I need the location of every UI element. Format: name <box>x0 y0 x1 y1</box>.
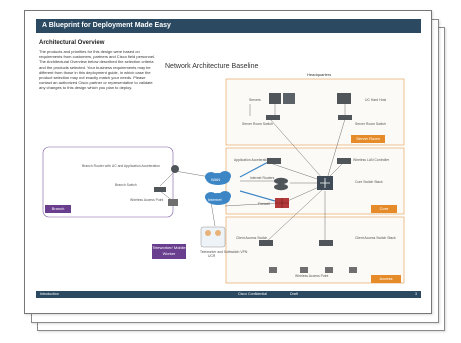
server-rack-icon <box>269 93 295 104</box>
intro-paragraph: The products and priorities for this des… <box>39 49 156 91</box>
internet-router-icon <box>274 177 288 191</box>
svg-text:Wireless Access Point: Wireless Access Point <box>130 198 163 202</box>
network-links <box>159 104 346 244</box>
server-switch-left-icon <box>266 115 280 120</box>
svg-text:Branch Router with UC and Appl: Branch Router with UC and Application Ac… <box>82 164 160 168</box>
branch-zone <box>42 146 174 218</box>
teleworker-person-icon <box>205 230 211 236</box>
wan-accelerator-icon <box>267 158 281 164</box>
footer-draft: Draft <box>290 292 298 296</box>
footer-page-number: 3 <box>415 292 417 296</box>
teleworker-panel <box>200 226 226 248</box>
svg-text:UCR: UCR <box>208 254 216 258</box>
uc-server-icon <box>337 93 351 104</box>
internet-cloud-icon: Internet <box>205 191 231 205</box>
server-switch-right-icon <box>338 115 352 120</box>
svg-text:Internet: Internet <box>208 197 222 202</box>
wan-cloud-icon: WAN <box>205 171 231 185</box>
client-access-switch-icon <box>259 240 273 246</box>
svg-text:Teleworker and Softswitch VPN: Teleworker and Softswitch VPN <box>200 250 248 254</box>
server-room-zone <box>225 78 405 146</box>
branch-access-point-icon <box>168 199 178 206</box>
wan-highlight-links <box>239 160 276 202</box>
page-header: A Blueprint for Deployment Made Easy <box>36 19 421 33</box>
headquarters-label: Headquarters <box>307 72 331 77</box>
branch-router-icon <box>171 165 179 173</box>
footer-confidential: Cisco Confidential <box>238 292 267 296</box>
front-page: A Blueprint for Deployment Made Easy Arc… <box>24 10 432 314</box>
svg-text:Client Access Switch: Client Access Switch <box>236 236 267 240</box>
core-tag: Core <box>371 205 397 213</box>
svg-text:WAN: WAN <box>211 177 220 182</box>
svg-text:Internet Routers: Internet Routers <box>250 176 275 180</box>
svg-text:Client Access Switch Stack: Client Access Switch Stack <box>355 236 396 240</box>
firewall-icon <box>275 198 289 208</box>
core-switch-icon <box>317 176 333 190</box>
svg-text:Server Room Switch: Server Room Switch <box>355 122 386 126</box>
page-content: A Blueprint for Deployment Made Easy Arc… <box>25 11 431 313</box>
branch-switch-icon <box>154 187 166 192</box>
diagram-title: Network Architecture Baseline <box>165 63 259 70</box>
teleworker-tag: Teleworker/ Mobile Worker <box>152 244 186 259</box>
svg-text:Application Acceleration: Application Acceleration <box>234 158 270 162</box>
footer-section: Introduction <box>40 292 59 296</box>
network-diagram: Headquarters <box>42 72 405 284</box>
svg-text:Firewall: Firewall <box>258 202 270 206</box>
section-title: Architectural Overview <box>39 40 105 46</box>
page-footer: Introduction Cisco Confidential Draft 3 <box>36 291 421 298</box>
access-endpoints <box>269 267 357 273</box>
access-tag: Access <box>371 275 401 283</box>
svg-text:Servers: Servers <box>249 98 261 102</box>
wireless-controller-icon <box>337 158 351 164</box>
server-room-tag: Server Room <box>351 135 385 143</box>
svg-text:Server Room Switch: Server Room Switch <box>242 122 273 126</box>
svg-text:Branch Switch: Branch Switch <box>115 183 137 187</box>
svg-text:UC Hard Host: UC Hard Host <box>365 98 386 102</box>
access-switch-stack-icon <box>319 240 333 246</box>
svg-text:Wireless LAN Controller: Wireless LAN Controller <box>353 158 390 162</box>
svg-text:Wireless Access Point: Wireless Access Point <box>295 274 328 278</box>
branch-tag: Branch <box>45 205 71 213</box>
svg-text:Core Switch Stack: Core Switch Stack <box>355 180 383 184</box>
teleworker-person-icon <box>215 230 221 236</box>
access-zone <box>225 216 405 284</box>
